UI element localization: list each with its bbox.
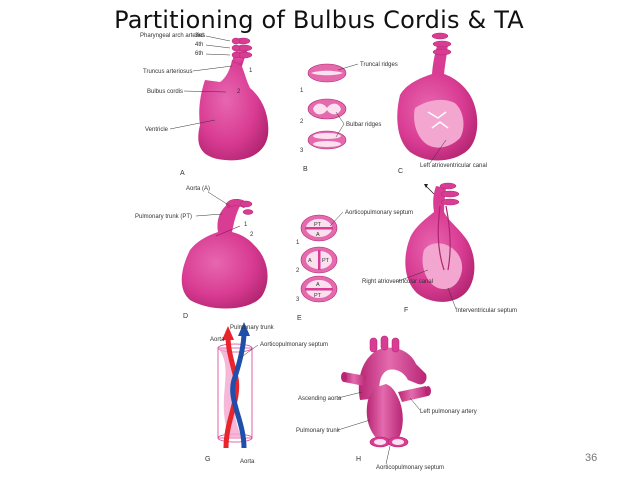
label-ascending-aorta: Ascending aorta — [298, 396, 342, 402]
label-aorta-a: Aorta (A) — [186, 186, 210, 192]
label-truncal-ridges: Truncal ridges — [360, 62, 398, 68]
label-ventricle: Ventricle — [145, 127, 169, 133]
ring-label-a-3: A — [316, 282, 320, 288]
panel-a: Pharyngeal arch arteries 3rd 4th 6th Tru… — [140, 33, 269, 177]
label-4th: 4th — [195, 42, 203, 48]
panel-h-letter: H — [356, 456, 361, 463]
ring-label-a-2: A — [308, 258, 312, 264]
label-aorticopulmonary-septum-e: Aorticopulmonary septum — [345, 210, 413, 216]
panel-h: Ascending aorta Left pulmonary artery Pu… — [296, 335, 477, 471]
slide-title: Partitioning of Bulbus Cordis & TA — [114, 6, 524, 34]
label-truncus-arteriosus: Truncus arteriosus — [143, 69, 192, 75]
label-aorticopulmonary-septum-g: Aorticopulmonary septum — [260, 342, 328, 348]
label-bulbar-ridges: Bulbar ridges — [346, 122, 381, 128]
ring-label-pt-2: PT — [322, 258, 330, 264]
panel-f-arch-arteries — [439, 182, 460, 206]
label-bulbus-cordis: Bulbus cordis — [147, 89, 183, 95]
panel-h-arch-branches — [369, 335, 400, 353]
panel-e: PT A A PT A PT Aorticopulmonary septum 1… — [296, 210, 413, 322]
label-aorticopulmonary-septum-h: Aorticopulmonary septum — [376, 465, 444, 471]
panel-e-number-2: 2 — [296, 268, 300, 274]
label-right-atrioventricular-canal: Right atrioventricular canal — [362, 279, 433, 285]
label-pharyngeal-arch-arteries: Pharyngeal arch arteries — [140, 33, 205, 39]
panel-b: Truncal ridges Bulbar ridges 1 2 3 B — [300, 62, 398, 173]
panel-d-arch-arteries — [225, 199, 254, 215]
panel-b-letter: B — [303, 166, 308, 173]
label-6th: 6th — [195, 51, 203, 57]
label-interventricular-septum: Interventricular septum — [456, 308, 517, 314]
panel-d-number-1: 1 — [244, 222, 248, 228]
page-number: 36 — [585, 452, 598, 464]
panel-b-number-3: 3 — [300, 148, 304, 154]
panel-a-number-1: 1 — [249, 68, 253, 74]
panel-h-arch — [358, 347, 427, 400]
panel-c: Left atrioventricular canal C — [397, 32, 487, 175]
panel-e-number-1: 1 — [296, 240, 300, 246]
panel-g-letter: G — [205, 456, 210, 463]
panel-f-letter: F — [404, 307, 408, 314]
panel-g-septum — [218, 348, 242, 438]
panel-e-number-3: 3 — [296, 297, 300, 303]
label-left-atrioventricular-canal: Left atrioventricular canal — [420, 163, 487, 169]
label-3rd: 3rd — [195, 33, 204, 39]
panel-b-number-2: 2 — [300, 119, 304, 125]
panel-d-heart — [181, 232, 268, 309]
panel-h-pulmonary-trunk — [366, 384, 403, 440]
label-aorta-g-bottom: Aorta — [240, 459, 255, 465]
ring-label-pt-3: PT — [314, 293, 322, 299]
panel-a-heart — [198, 60, 269, 161]
panel-c-letter: C — [398, 168, 403, 175]
label-pulmonary-trunk-g: Pulmonary trunk — [230, 325, 275, 331]
panel-g-pulmonary-vessel — [230, 331, 247, 449]
label-left-pulmonary-artery: Left pulmonary artery — [420, 409, 477, 415]
panel-d: Aorta (A) Pulmonary trunk (PT) 1 2 D — [135, 186, 268, 320]
label-aorta-g-top: Aorta — [210, 337, 225, 343]
label-pulmonary-trunk-pt: Pulmonary trunk (PT) — [135, 214, 192, 220]
panel-c-arch-arteries — [431, 32, 452, 56]
ring-label-pt-1: PT — [314, 222, 322, 228]
panel-f: Right atrioventricular canal Interventri… — [362, 182, 517, 314]
panel-b-number-1: 1 — [300, 88, 304, 94]
panel-e-letter: E — [297, 315, 302, 322]
panel-a-letter: A — [180, 170, 185, 177]
panel-a-arch-arteries — [231, 37, 253, 59]
panel-a-number-2: 2 — [237, 89, 241, 95]
ring-label-a-1: A — [316, 232, 320, 238]
panel-g: Pulmonary trunk Aorta Aorticopulmonary s… — [205, 322, 328, 465]
panel-d-number-2: 2 — [250, 232, 254, 238]
label-pulmonary-trunk-h: Pulmonary trunk — [296, 428, 341, 434]
panel-d-letter: D — [183, 313, 188, 320]
